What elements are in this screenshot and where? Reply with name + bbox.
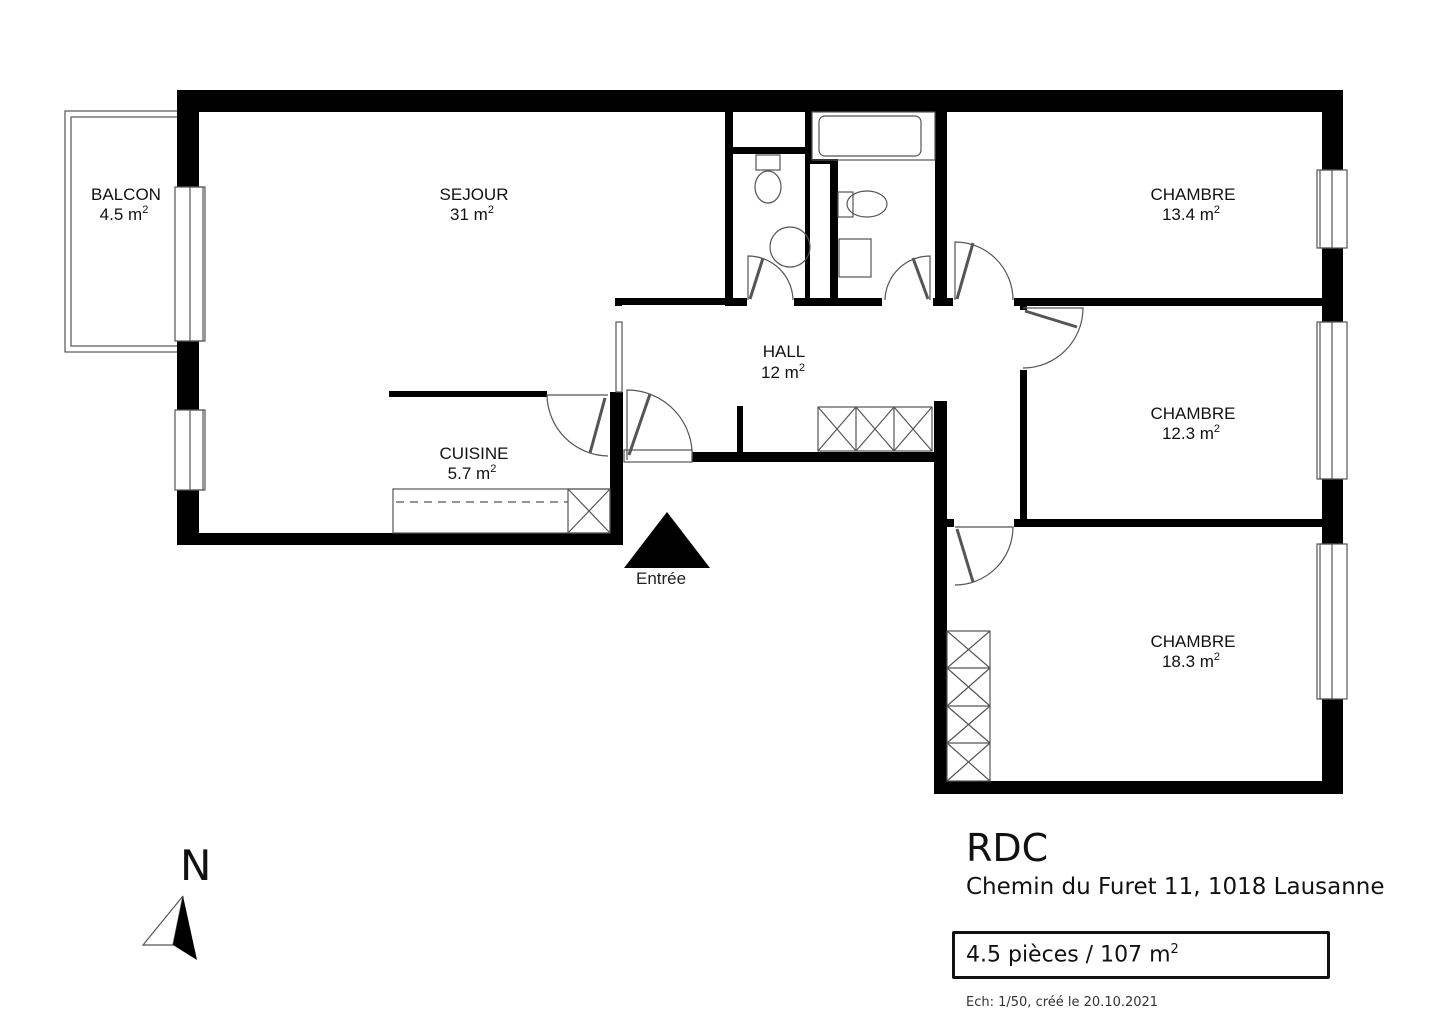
room-label-chambre-1: CHAMBRE 13.4 m2 xyxy=(1150,185,1235,224)
svg-text:13.4 m2: 13.4 m2 xyxy=(1162,204,1220,224)
north-arrow-icon xyxy=(141,895,197,960)
bathroom-fixtures xyxy=(754,111,936,278)
address: Chemin du Furet 11, 1018 Lausanne xyxy=(966,874,1385,900)
svg-text:CHAMBRE: CHAMBRE xyxy=(1150,185,1235,204)
svg-text:4.5 m2: 4.5 m2 xyxy=(100,204,149,224)
entrance-arrow-icon xyxy=(624,512,710,568)
storage-cabinets xyxy=(392,406,991,782)
doors xyxy=(546,241,1084,586)
svg-text:12.3 m2: 12.3 m2 xyxy=(1162,423,1220,443)
rooms-area-summary: 4.5 pièces / 107 m2 xyxy=(966,942,1179,968)
floor-level: RDC xyxy=(966,826,1049,870)
svg-text:SEJOUR: SEJOUR xyxy=(440,185,509,204)
room-label-sejour: SEJOUR 31 m2 xyxy=(440,185,509,224)
svg-text:CHAMBRE: CHAMBRE xyxy=(1150,404,1235,423)
svg-text:BALCON: BALCON xyxy=(91,185,161,204)
svg-text:CUISINE: CUISINE xyxy=(440,444,509,463)
windows-left xyxy=(174,186,206,491)
title-block: RDC Chemin du Furet 11, 1018 Lausanne xyxy=(966,826,1385,902)
balcony xyxy=(64,110,181,353)
north-label: N xyxy=(180,841,212,890)
svg-text:HALL: HALL xyxy=(763,342,806,361)
room-label-chambre-3: CHAMBRE 18.3 m2 xyxy=(1150,632,1235,671)
room-label-cuisine: CUISINE 5.7 m2 xyxy=(440,444,509,483)
room-label-hall: HALL 12 m2 xyxy=(761,342,805,382)
summary-box: 4.5 pièces / 107 m2 xyxy=(952,931,1330,979)
walls xyxy=(177,90,1343,794)
svg-text:12 m2: 12 m2 xyxy=(761,362,805,382)
scale-note: Ech: 1/50, créé le 20.10.2021 xyxy=(966,995,1159,1010)
room-label-balcon: BALCON 4.5 m2 xyxy=(91,185,161,224)
svg-text:18.3 m2: 18.3 m2 xyxy=(1162,651,1220,671)
svg-text:CHAMBRE: CHAMBRE xyxy=(1150,632,1235,651)
svg-text:31 m2: 31 m2 xyxy=(450,204,494,224)
entrance-label: Entrée xyxy=(636,569,687,588)
hall-window xyxy=(615,321,623,393)
windows-right xyxy=(1316,169,1348,700)
svg-text:5.7 m2: 5.7 m2 xyxy=(448,463,497,483)
room-label-chambre-2: CHAMBRE 12.3 m2 xyxy=(1150,404,1235,443)
